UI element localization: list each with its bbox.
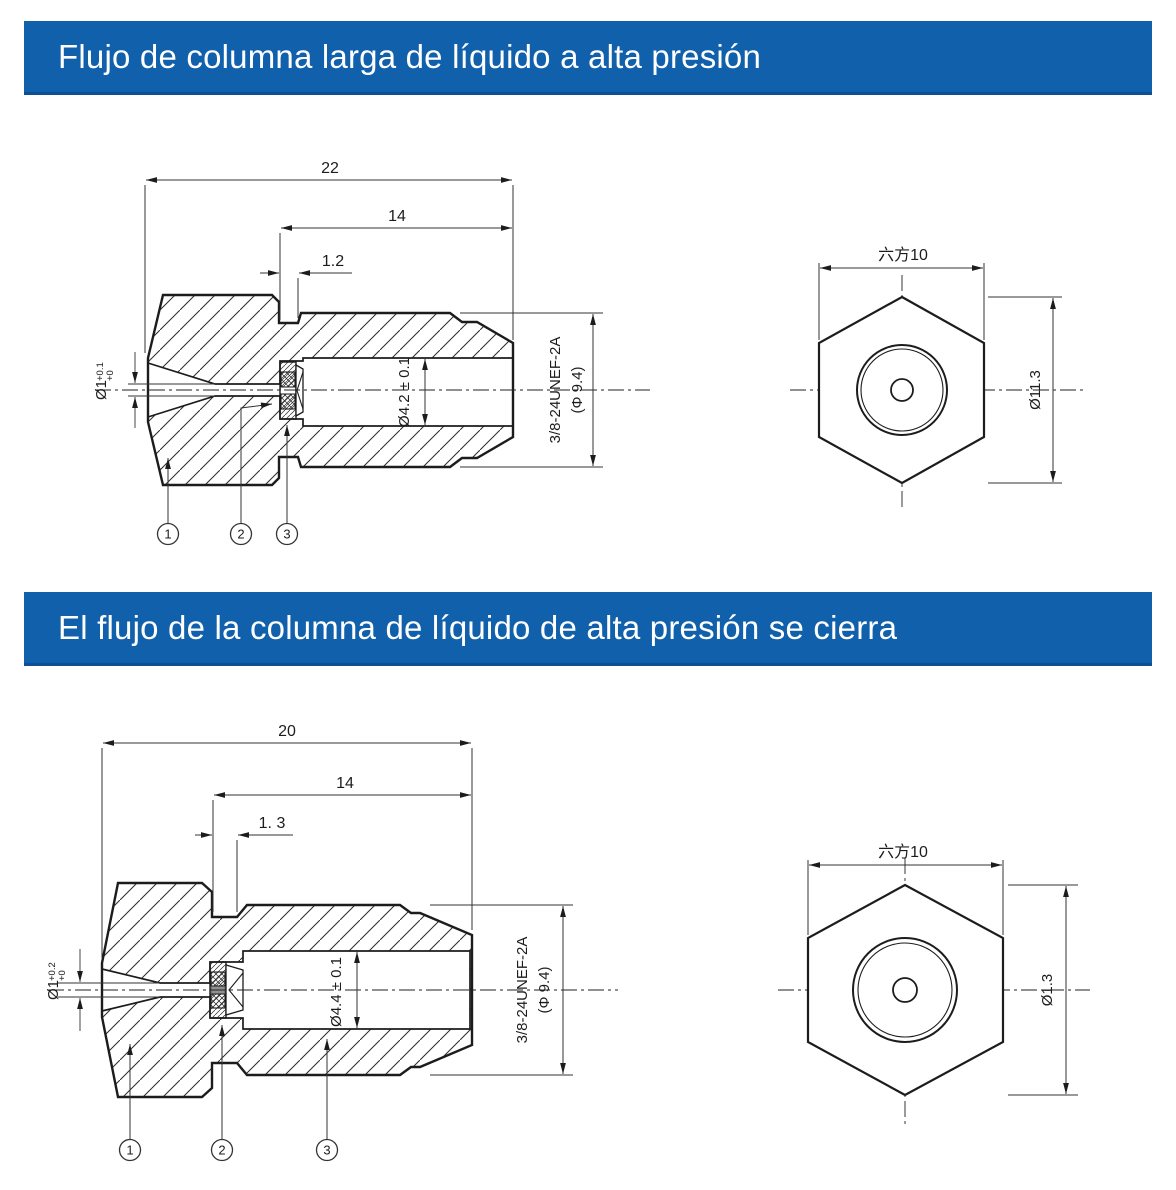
hex-end-view: 六方10 Ø1.3	[778, 843, 1090, 1128]
center-hole	[892, 977, 918, 1003]
dim-across-value: Ø11.3	[1027, 370, 1044, 410]
dim-hex-af	[818, 263, 985, 340]
dim-thread-spec-lines	[460, 312, 603, 468]
svg-text:1: 1	[164, 527, 171, 542]
dim-thread-length-value: 14	[336, 775, 354, 792]
dim-thread-length	[212, 792, 471, 912]
dim-hex-af-value: 六方10	[878, 843, 928, 861]
svg-text:Ø1: Ø1	[45, 980, 62, 1000]
callout-1: 1	[118, 1138, 142, 1162]
dim-bore	[128, 352, 215, 428]
section1-title-banner: Flujo de columna larga de líquido a alta…	[24, 21, 1152, 95]
section2-title: El flujo de la columna de líquido de alt…	[58, 608, 898, 646]
dim-notch	[195, 832, 293, 912]
callout-leaders	[165, 402, 290, 523]
dim-bore	[58, 949, 160, 1031]
dim-hex-af	[807, 860, 1004, 935]
svg-text:+0.1: +0.1	[95, 362, 106, 381]
thread-spec-value: 3/8-24UNEF-2A	[547, 337, 564, 444]
callout-2: 2	[229, 522, 253, 546]
svg-text:+0: +0	[57, 970, 68, 981]
svg-text:Ø1: Ø1	[93, 380, 110, 400]
svg-text:2: 2	[218, 1143, 225, 1158]
nozzle-outline	[100, 881, 474, 1099]
dim-notch	[260, 270, 352, 318]
svg-text:3: 3	[283, 527, 290, 542]
open-flow-gap	[281, 387, 295, 394]
section1-drawing: 22 14 1.2 Ø1 +0.1 +0 Ø4.2 ± 0.1 3/8-24UN…	[93, 160, 1085, 546]
dim-thread-length	[279, 225, 512, 320]
dim-counterbore-value: Ø4.4 ± 0.1	[328, 957, 345, 1027]
svg-text:1: 1	[126, 1143, 133, 1158]
nozzle-body-section	[102, 883, 472, 1097]
callout-1: 1	[156, 522, 180, 546]
dim-overall-length-value: 22	[321, 160, 339, 177]
dim-across-value: Ø1.3	[1039, 974, 1056, 1007]
dim-bore-value: Ø1 +0.1 +0	[93, 362, 116, 400]
dim-notch-value: 1. 3	[259, 815, 286, 832]
dim-overall-length-value: 20	[278, 723, 296, 740]
dim-notch-value: 1.2	[322, 253, 344, 270]
section2-drawing: 20 14 1. 3 Ø1 +0.2 +0 Ø4.4 ± 0.1 3/8-24U…	[45, 723, 1090, 1162]
callout-2: 2	[210, 1138, 234, 1162]
dim-counterbore-value: Ø4.2 ± 0.1	[396, 357, 413, 427]
dim-overall-length	[144, 177, 514, 353]
nozzle-outline	[146, 293, 515, 487]
dim-thread-length-value: 14	[388, 208, 406, 225]
thread-od-value: (Φ 9.4)	[536, 967, 553, 1014]
thread-od-value: (Φ 9.4)	[569, 367, 586, 414]
dim-across	[988, 296, 1062, 484]
section1-title: Flujo de columna larga de líquido a alta…	[58, 37, 762, 75]
hex-end-view: 六方10 Ø11.3	[790, 246, 1085, 507]
dim-across	[1008, 884, 1078, 1096]
filter-insert	[279, 361, 304, 420]
nozzle-body-section	[148, 295, 513, 485]
section2-title-banner: El flujo de la columna de líquido de alt…	[24, 592, 1152, 666]
center-hole	[890, 378, 914, 402]
callout-3: 3	[315, 1138, 339, 1162]
dim-hex-af-value: 六方10	[878, 246, 928, 264]
dim-overall-length	[101, 740, 473, 958]
thread-spec-value: 3/8-24UNEF-2A	[514, 937, 531, 1044]
callout-3: 3	[275, 522, 299, 546]
dim-bore-value: Ø1 +0.2 +0	[45, 962, 68, 1000]
svg-text:2: 2	[237, 527, 244, 542]
callout-leaders	[127, 1025, 330, 1139]
dim-thread-spec-lines	[430, 904, 573, 1076]
svg-text:+0.2: +0.2	[47, 962, 58, 981]
svg-text:+0: +0	[105, 370, 116, 381]
svg-text:3: 3	[323, 1143, 330, 1158]
